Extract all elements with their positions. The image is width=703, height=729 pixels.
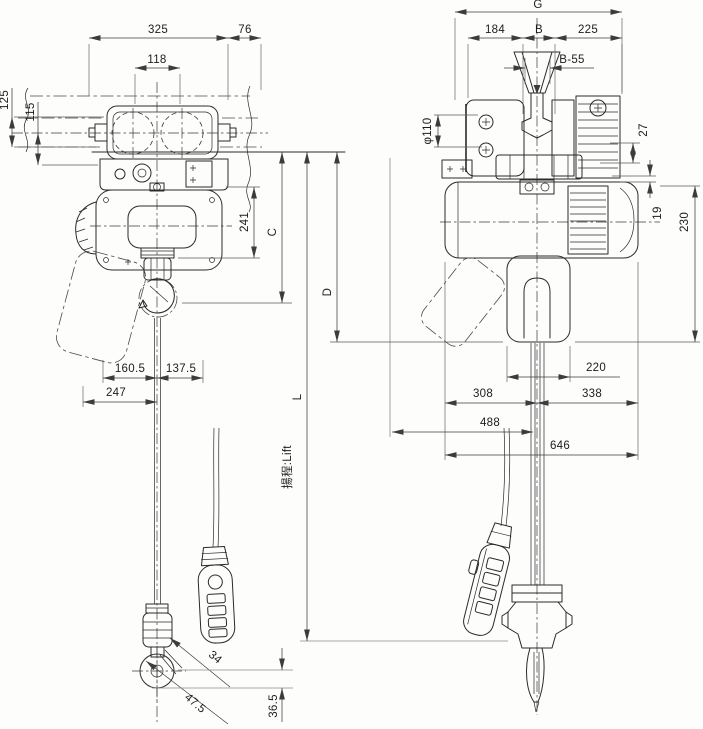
dim-160-5: 160.5 bbox=[102, 360, 204, 383]
dim-label-115: 115 bbox=[25, 102, 37, 121]
dim-D: D bbox=[322, 152, 503, 343]
dim-label-308: 308 bbox=[473, 388, 493, 400]
dim-label-phi110: φ110 bbox=[422, 118, 434, 145]
dim-338: 338 bbox=[537, 388, 638, 406]
load-chain-front bbox=[154, 318, 161, 604]
dim-247: 247 bbox=[82, 386, 157, 407]
pendant-control-side bbox=[463, 427, 512, 636]
dim-241: 241 bbox=[178, 186, 260, 259]
dim-label-D: D bbox=[322, 288, 334, 297]
dim-label-230: 230 bbox=[679, 212, 691, 232]
dim-115: 115 bbox=[25, 102, 98, 166]
dim-225: 225 bbox=[555, 24, 622, 41]
dim-label-241: 241 bbox=[239, 212, 251, 232]
load-chain-side bbox=[530, 343, 545, 585]
dim-label-B: B bbox=[535, 24, 543, 36]
dim-label-325: 325 bbox=[148, 24, 168, 36]
hook-block-raised-front bbox=[138, 247, 178, 318]
centerline-side bbox=[440, 18, 660, 715]
dim-label-225: 225 bbox=[578, 24, 598, 36]
suspension-plate-front bbox=[99, 158, 229, 191]
dim-phi110: φ110 bbox=[422, 114, 482, 148]
hoist-body-side bbox=[421, 181, 639, 347]
dim-19: 19 bbox=[612, 160, 664, 220]
pendant-control-front bbox=[197, 427, 236, 644]
hoist-body-front bbox=[90, 182, 232, 271]
dim-B: B bbox=[523, 24, 555, 41]
dim-label-646: 646 bbox=[550, 440, 570, 452]
dim-184: 184 bbox=[467, 24, 623, 114]
lift-annotation: 揚程:Lift bbox=[281, 445, 294, 489]
dim-label-118: 118 bbox=[147, 54, 166, 66]
runway-beam-front bbox=[12, 85, 268, 213]
dim-label-C: C bbox=[267, 228, 279, 237]
trolley-front bbox=[88, 105, 237, 160]
dim-125: 125 bbox=[0, 88, 104, 148]
hook-lowered-side bbox=[501, 584, 573, 713]
dim-34: 34 bbox=[169, 637, 231, 688]
dim-label-338: 338 bbox=[582, 388, 602, 400]
dim-C: C bbox=[182, 152, 292, 304]
dim-label-220: 220 bbox=[586, 362, 606, 374]
suspension-side bbox=[441, 154, 583, 195]
dim-label-488: 488 bbox=[480, 417, 500, 429]
dim-label-247: 247 bbox=[106, 387, 126, 399]
dim-36-5: 36.5 bbox=[152, 648, 293, 722]
dim-label-G: G bbox=[533, 0, 542, 11]
dim-label-125: 125 bbox=[0, 90, 11, 110]
dim-label-47-5: 47.5 bbox=[182, 692, 208, 716]
dim-label-B-55: B-55 bbox=[559, 54, 585, 66]
dim-L: L 揚程:Lift bbox=[281, 152, 508, 642]
dim-B-55: B-55 bbox=[504, 54, 594, 84]
dim-label-34: 34 bbox=[206, 649, 224, 667]
dim-118: 118 bbox=[134, 54, 181, 104]
dim-label-L: L bbox=[292, 393, 304, 400]
dim-76: 76 bbox=[228, 24, 262, 90]
dim-308: 308 bbox=[444, 262, 639, 460]
dim-646: 646 bbox=[445, 440, 638, 458]
dim-label-160-5: 160.5 bbox=[115, 363, 145, 375]
side-view bbox=[421, 18, 660, 715]
dim-488: 488 bbox=[392, 417, 533, 435]
dim-27: 27 bbox=[600, 123, 650, 164]
dim-137-5: 137.5 bbox=[157, 363, 203, 381]
dim-label-76: 76 bbox=[238, 24, 251, 36]
front-view bbox=[12, 82, 268, 722]
dim-220: 220 bbox=[506, 346, 620, 382]
hook-lowered-front bbox=[132, 603, 186, 702]
dim-325: 325 bbox=[88, 24, 229, 100]
dim-label-19: 19 bbox=[652, 206, 664, 219]
trolley-side bbox=[465, 95, 621, 179]
dim-label-36-5: 36.5 bbox=[268, 694, 280, 718]
dim-label-184: 184 bbox=[485, 24, 505, 36]
dim-label-27: 27 bbox=[638, 123, 650, 136]
dim-47-5: 47.5 bbox=[145, 660, 229, 725]
chain-container-front bbox=[55, 201, 147, 364]
dim-230: 230 bbox=[575, 185, 700, 343]
dim-label-137-5: 137.5 bbox=[166, 363, 196, 375]
